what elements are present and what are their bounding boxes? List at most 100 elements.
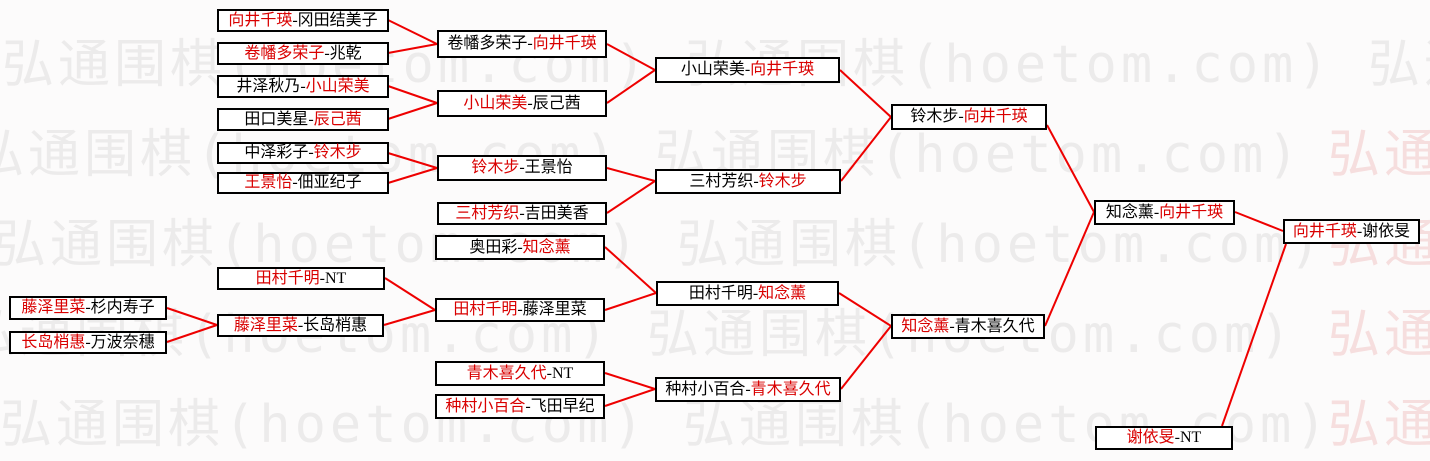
winner-name: 小山荣美 — [463, 94, 528, 112]
match-box-r2-m2: 小山荣美-辰己茜 — [437, 90, 607, 117]
match-box-r0-m2: 长岛梢惠-万波奈穗 — [9, 331, 167, 354]
connector-line — [387, 167, 438, 184]
loser-name: -藤泽里菜 — [517, 301, 587, 318]
match-box-r4-m1: 铃木步-向井千瑛 — [891, 104, 1047, 130]
winner-name: 藤泽里菜 — [233, 316, 298, 334]
connector-line — [166, 307, 218, 326]
match-box-r3-m1: 小山荣美-向井千瑛 — [655, 57, 840, 83]
connector-line — [838, 292, 892, 327]
match-box-r1-m7: 田村千明-NT — [217, 267, 385, 290]
match-box-r5-m1: 知念薰-向井千瑛 — [1094, 200, 1235, 225]
loser-name: -飞田早纪 — [525, 397, 595, 415]
match-box-r3-m4: 种村小百合-青木喜久代 — [655, 377, 841, 402]
connector-line — [1234, 211, 1284, 232]
match-box-r4-m2: 知念薰-青木喜久代 — [891, 314, 1045, 339]
winner-name: 向井千瑛 — [750, 61, 815, 78]
loser-name: -青木喜久代 — [949, 317, 1035, 335]
match-box-r2-m4: 三村芳织-吉田美香 — [437, 202, 607, 225]
connector-line — [1046, 124, 1095, 213]
loser-name: -NT — [319, 269, 347, 287]
winner-name: 向井千瑛 — [532, 35, 597, 52]
winner-name: 田村千明 — [255, 269, 320, 287]
loser-name: -长岛梢惠 — [297, 316, 368, 334]
winner-name: 铃木步 — [313, 144, 362, 161]
connector-line — [604, 388, 656, 407]
winner-name: 田村千明 — [453, 301, 518, 318]
match-box-r2-m7: 青木喜久代-NT — [435, 361, 605, 386]
connector-line — [840, 325, 892, 390]
connector-line — [387, 152, 438, 169]
match-box-r2-m5: 奥田彩-知念薰 — [435, 235, 605, 260]
match-box-r2-m1: 卷幡多荣子-向井千瑛 — [437, 30, 607, 58]
loser-name: 中泽彩子- — [244, 144, 314, 161]
match-box-r1-m6: 王景怡-佃亚纪子 — [217, 172, 389, 194]
loser-name: 卷幡多荣子- — [447, 35, 533, 52]
connector-line — [606, 69, 656, 104]
loser-name: 种村小百合- — [665, 380, 751, 398]
match-box-r3-m3: 田村千明-知念薰 — [656, 281, 839, 306]
loser-name: 田口美星- — [244, 110, 314, 128]
winner-name: 长岛梢惠 — [21, 333, 86, 351]
loser-name: -辰己茜 — [527, 94, 581, 112]
winner-name: 辰己茜 — [313, 110, 362, 128]
loser-name: 田村千明- — [688, 284, 759, 302]
connector-line — [383, 309, 436, 326]
connector-line — [1221, 243, 1287, 427]
match-box-r1-m5: 中泽彩子-铃木步 — [217, 142, 389, 164]
winner-name: 小山荣美 — [305, 77, 370, 95]
match-box-r1-m1: 向井千瑛-冈田结美子 — [217, 9, 389, 32]
winner-name: 知念薰 — [758, 284, 807, 302]
match-box-r1-m4: 田口美星-辰己茜 — [217, 108, 389, 131]
connector-line — [166, 324, 218, 343]
winner-name: 知念薰 — [901, 317, 950, 335]
connector-line — [606, 43, 656, 71]
match-box-r0-m1: 藤泽里菜-杉内寿子 — [9, 296, 167, 320]
connector-line — [1044, 211, 1095, 327]
connector-line — [839, 69, 892, 118]
match-box-r1-m2: 卷幡多荣子-兆乾 — [217, 42, 389, 65]
match-box-r1-m3: 井泽秋乃-小山荣美 — [217, 75, 389, 98]
connector-line — [604, 246, 657, 294]
match-box-r2-m3: 铃木步-王景怡 — [437, 155, 607, 181]
loser-name: -谢依旻 — [1356, 222, 1411, 240]
winner-name: 青木喜久代 — [750, 380, 831, 398]
match-box-final: 向井千瑛-谢依旻 — [1283, 219, 1420, 244]
winner-name: 种村小百合 — [445, 397, 526, 415]
winner-name: 卷幡多荣子 — [244, 44, 325, 62]
connector-line — [604, 372, 656, 390]
match-box-r3-m2: 三村芳织-铃木步 — [655, 169, 841, 194]
loser-name: 知念薰- — [1105, 203, 1160, 221]
connector-line — [387, 43, 438, 54]
loser-name: -兆乾 — [324, 44, 362, 62]
loser-name: -NT — [546, 364, 574, 382]
connector-line — [387, 102, 438, 120]
connector-line — [840, 116, 892, 182]
winner-name: 王景怡 — [244, 174, 293, 191]
match-box-r1-m8: 藤泽里菜-长岛梢惠 — [217, 314, 384, 337]
connector-line — [384, 277, 436, 311]
connector-line — [604, 292, 657, 311]
winner-name: 青木喜久代 — [466, 364, 547, 382]
connector-line — [606, 167, 656, 182]
winner-name: 铃木步 — [471, 159, 520, 176]
loser-name: 三村芳织- — [689, 172, 759, 190]
loser-name: -万波奈穗 — [85, 333, 155, 351]
loser-name: 铃木步- — [910, 108, 964, 125]
match-box-r2-m6: 田村千明-藤泽里菜 — [435, 298, 605, 322]
loser-name: -吉田美香 — [519, 204, 589, 222]
loser-name: -冈田结美子 — [292, 11, 378, 29]
connector-line — [387, 85, 438, 104]
winner-name: 藤泽里菜 — [21, 299, 86, 316]
winner-name: 三村芳织 — [455, 204, 520, 222]
loser-name: -杉内寿子 — [85, 299, 155, 316]
connector-line — [387, 19, 438, 45]
winner-name: 向井千瑛 — [228, 11, 293, 29]
match-box-r2-m8: 种村小百合-飞田早纪 — [435, 394, 605, 419]
winner-name: 向井千瑛 — [1159, 203, 1224, 221]
loser-name: 井泽秋乃- — [236, 77, 306, 95]
loser-name: -佃亚纪子 — [292, 174, 362, 191]
loser-name: 小山荣美- — [680, 61, 751, 78]
winner-name: 铃木步 — [758, 172, 807, 190]
